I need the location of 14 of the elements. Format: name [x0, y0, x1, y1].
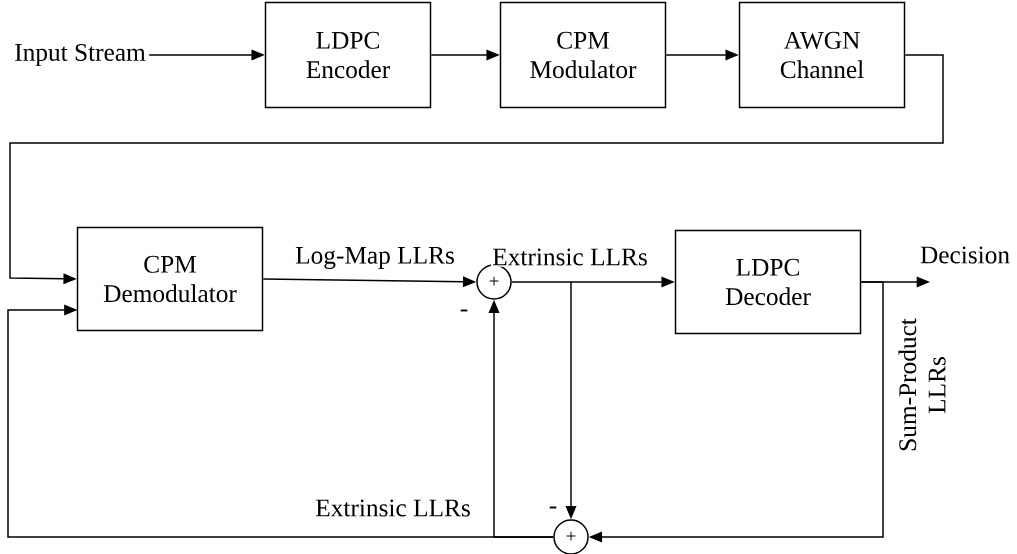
process-box: LDPC Encoder — [264, 1, 432, 109]
edge-label: Log-Map LLRs — [293, 245, 457, 271]
edge-label: Extrinsic LLRs — [490, 247, 650, 267]
process-box: LDPC Decoder — [674, 229, 862, 335]
input-label: Input Stream — [15, 43, 146, 67]
process-box: CPM Demodulator — [76, 226, 264, 332]
edge-label: Decision — [918, 245, 1012, 265]
summing-junction: + — [553, 519, 589, 554]
process-box: CPM Modulator — [499, 1, 667, 109]
process-box: AWGN Channel — [738, 1, 906, 109]
edge-label: Extrinsic LLRs — [313, 498, 473, 518]
sign-label: - — [549, 506, 557, 509]
edge-label: Sum-Product LLRs — [897, 303, 947, 467]
sign-label: - — [460, 309, 468, 312]
